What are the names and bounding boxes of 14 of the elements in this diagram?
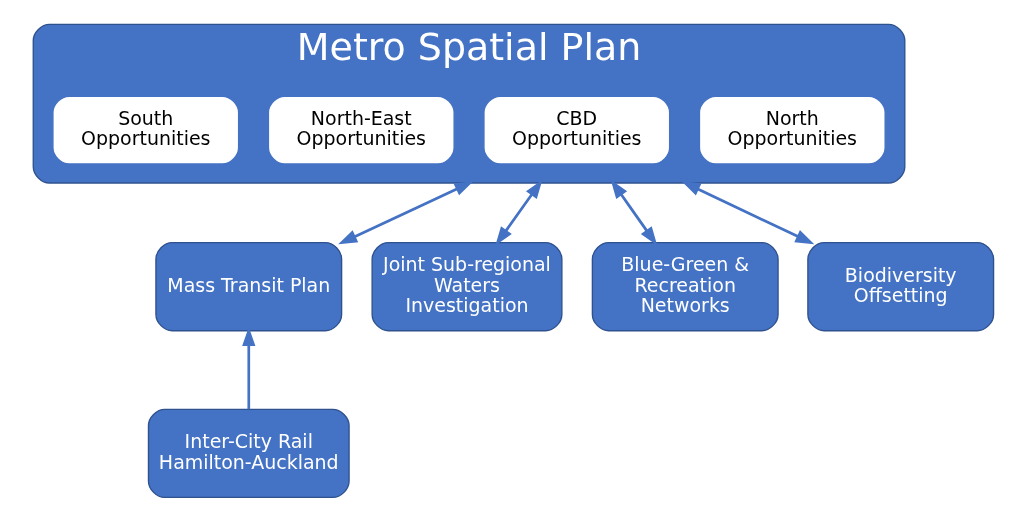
- arrow: [242, 327, 256, 410]
- node-box: CBD Opportunities: [483, 95, 671, 165]
- node-box: Blue-Green & Recreation Networks: [591, 241, 779, 332]
- node-box: Biodiversity Offsetting: [807, 241, 995, 332]
- arrow: [338, 181, 474, 245]
- arrow: [495, 179, 543, 246]
- node-box: Mass Transit Plan: [155, 241, 343, 332]
- arrow: [681, 181, 815, 245]
- node-box: Joint Sub-regional Waters Investigation: [371, 241, 563, 332]
- node-box: Inter-City Rail Hamilton-Auckland: [147, 408, 350, 499]
- node-box: North Opportunities: [698, 95, 886, 165]
- arrow: [610, 179, 658, 246]
- node-box: North-East Opportunities: [267, 95, 455, 165]
- node-box: South Opportunities: [52, 95, 240, 165]
